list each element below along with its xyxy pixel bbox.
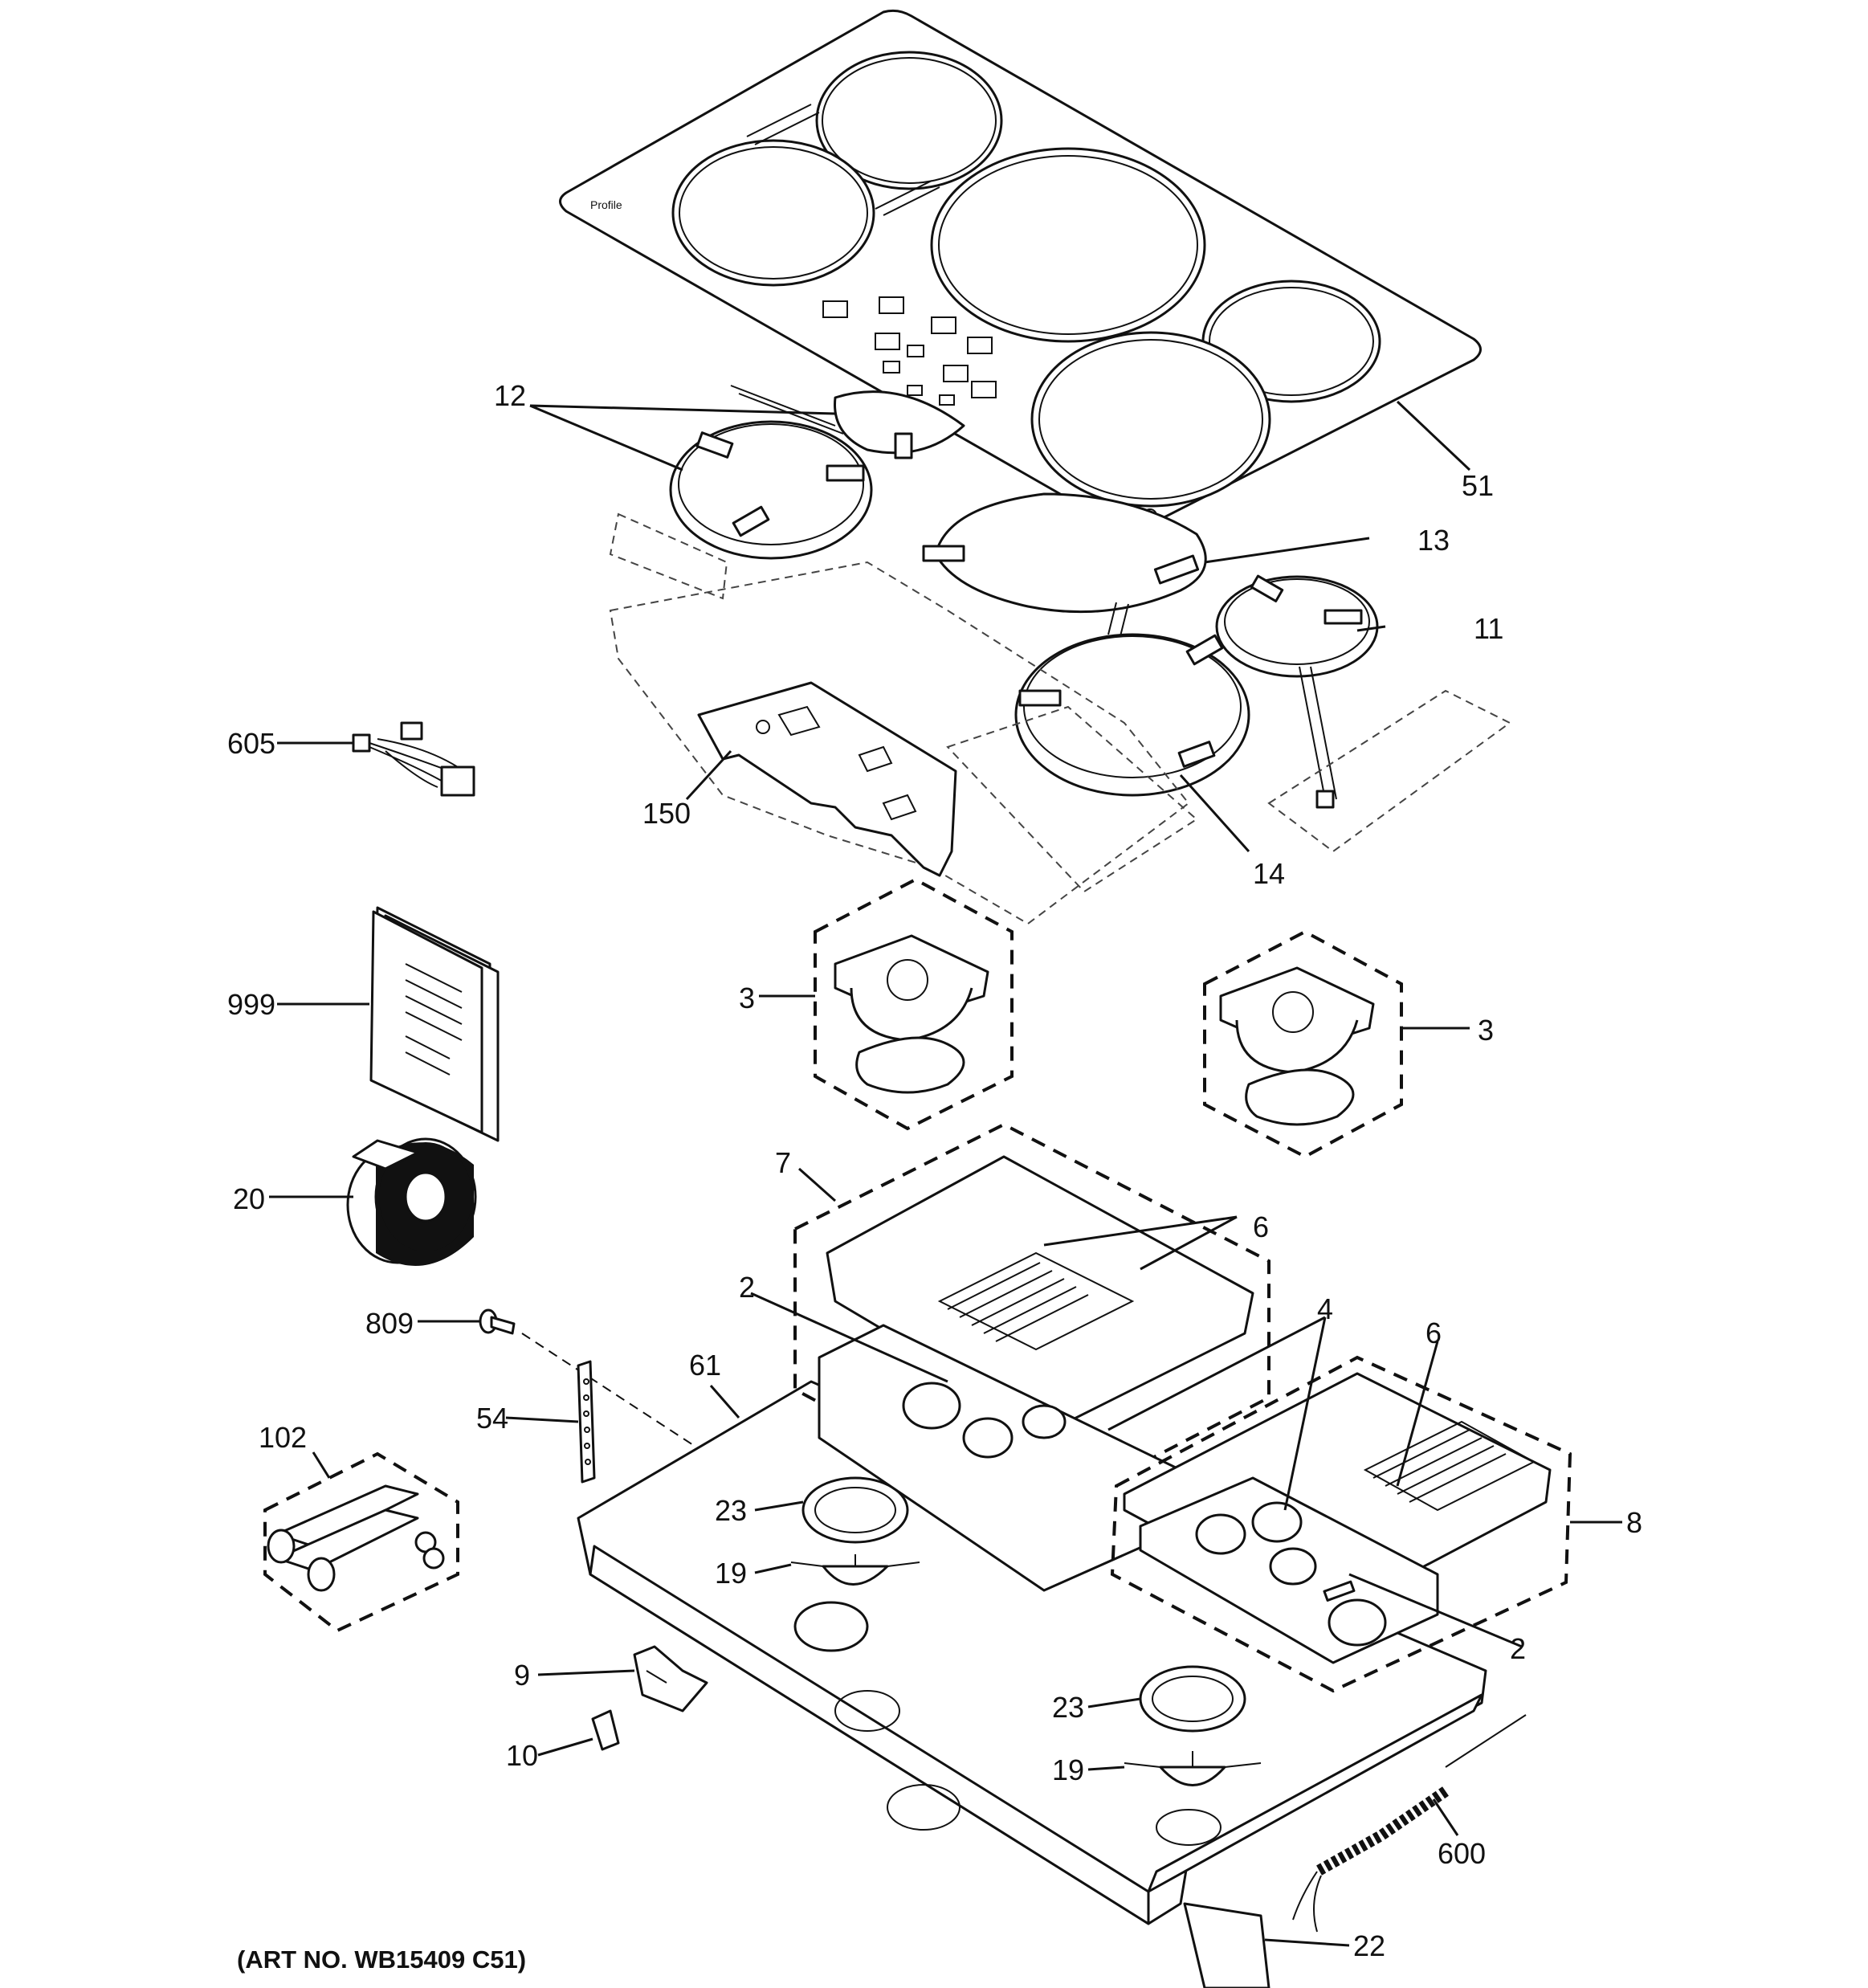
callout-12: 12 [494,379,526,412]
induction-coil-part-13 [922,492,1207,637]
callout-605: 605 [227,727,275,760]
callout-809: 809 [365,1307,414,1340]
glass-cooktop-part-51: Profile [559,9,1482,532]
callout-2-right: 2 [1510,1632,1526,1665]
power-module-part-8 [1110,1355,1572,1693]
callout-3-left: 3 [739,982,755,1014]
callout-6-top: 6 [1253,1210,1269,1243]
induction-coil-part-11 [1215,574,1379,809]
callout-9: 9 [514,1659,530,1692]
mounting-kit-part-102 [263,1451,459,1633]
brand-mark-text: Profile [590,198,622,211]
callout-6-right: 6 [1425,1316,1442,1349]
callout-4: 4 [1317,1292,1333,1325]
callout-19-right: 19 [1052,1753,1084,1786]
callout-13: 13 [1417,524,1450,557]
spider-part-19-left [790,1554,920,1586]
induction-coil-part-12-rear [730,385,965,459]
callout-150: 150 [642,797,691,830]
art-number-caption: (ART NO. WB15409 C51) [237,1945,526,1974]
callout-54: 54 [476,1402,508,1435]
spider-part-19-right [1124,1751,1262,1786]
callout-3-right: 3 [1478,1014,1494,1047]
callout-10: 10 [506,1739,538,1772]
conduit-part-600 [1292,1714,1527,1933]
bracket-part-150 [697,681,957,877]
power-module-part-7 [793,1122,1270,1592]
callout-23-left: 23 [715,1494,747,1527]
callout-14: 14 [1253,857,1285,890]
callout-51: 51 [1462,469,1494,502]
fan-assembly-part-3-left [814,877,1014,1131]
phantom-chassis-outline [609,512,1511,925]
callout-999: 999 [227,988,275,1021]
tape-roll-part-20 [346,1137,477,1266]
callout-2-left: 2 [739,1271,755,1304]
callout-61: 61 [689,1349,721,1382]
callout-11: 11 [1474,612,1503,645]
callout-22: 22 [1353,1929,1385,1962]
callout-7: 7 [775,1146,791,1179]
callout-20: 20 [233,1182,265,1215]
callout-labels: 12 51 13 11 605 150 14 999 3 3 20 7 6 2 … [227,379,1642,1962]
callout-600: 600 [1438,1837,1486,1870]
ring-part-23-right [1139,1665,1246,1733]
label-part-22 [1183,1902,1270,1988]
ring-part-23-left [801,1476,909,1544]
clip-part-10 [591,1709,620,1751]
callout-19-left: 19 [715,1557,747,1590]
induction-coil-part-12-left [669,420,873,560]
wire-harness-part-605 [352,721,475,797]
callout-102: 102 [259,1421,307,1454]
callout-8: 8 [1626,1506,1642,1539]
bracket-part-9 [633,1645,708,1712]
leader-lines [269,400,1622,1947]
induction-coil-part-14 [1014,633,1250,797]
callout-23-right: 23 [1052,1691,1084,1724]
fan-assembly-part-3-right [1203,929,1403,1159]
manual-part-999 [369,906,500,1142]
strip-bracket-part-54 [577,1360,596,1484]
